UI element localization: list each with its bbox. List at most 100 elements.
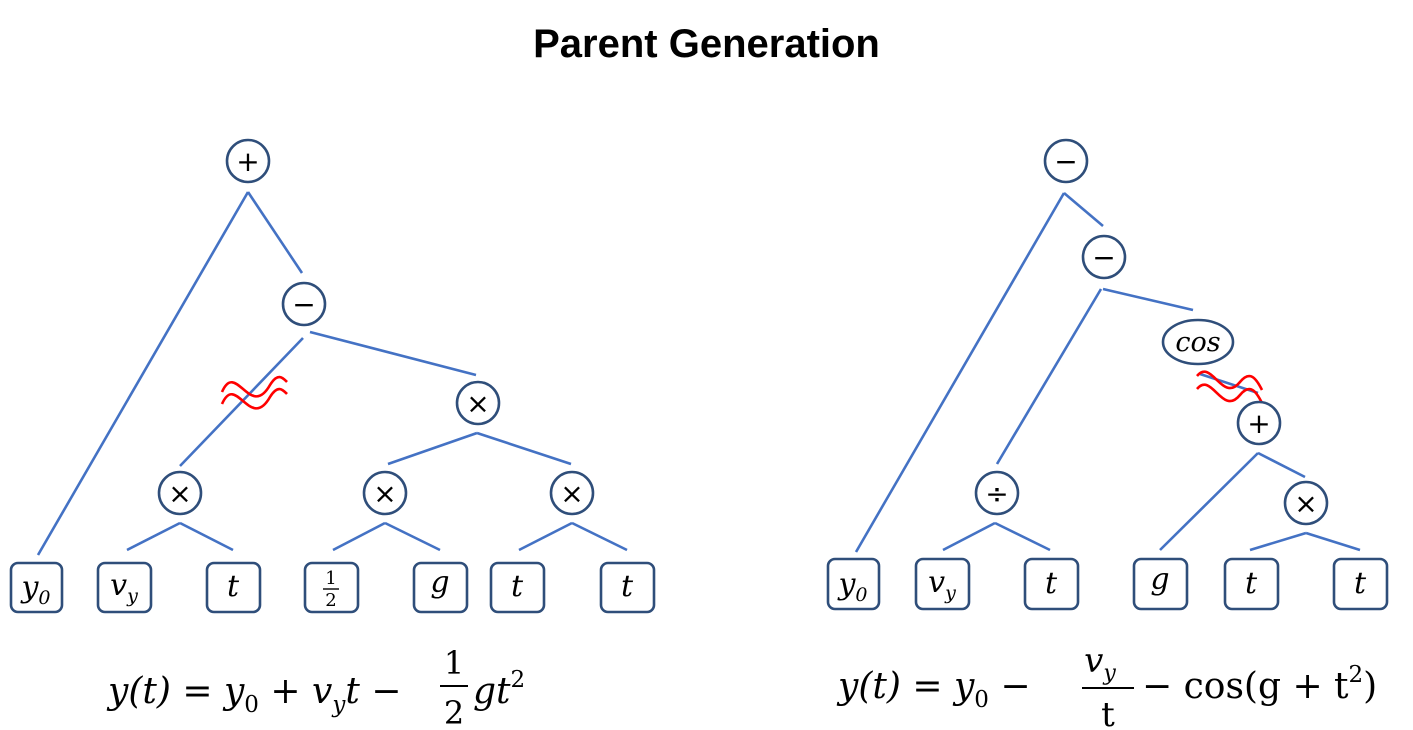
edge-times-mid-times-c [476, 431, 572, 466]
svg-text:gt2: gt2 [473, 667, 525, 712]
edge-times-c-t3 [571, 521, 628, 552]
right-eq-lhs-sub: 0 [974, 687, 989, 713]
edge-times-b-g [384, 521, 441, 552]
left-leaf-g: g [412, 561, 469, 614]
edge-times-b-half [332, 521, 386, 552]
left-leaf-t3: t [599, 561, 656, 614]
right-eq-frac-num-sub: y [1102, 661, 1116, 686]
right-node-plus-symbol: + [1247, 407, 1270, 440]
right-eq-close: ) [1363, 666, 1377, 707]
diagram-title: Parent Generation [533, 22, 880, 66]
right-node-times-symbol: × [1294, 487, 1317, 520]
left-eq-lhs: y(t) = y [106, 671, 245, 712]
left-node-minus-symbol: − [292, 288, 315, 321]
right-leaf-t1: t [1023, 557, 1080, 611]
left-leaf-g-label: g [430, 565, 449, 600]
left-node-times-b-symbol: × [373, 477, 396, 510]
left-leaf-t1-label: t [227, 569, 240, 604]
right-leaf-t3-label: t [1354, 566, 1367, 601]
right-eq-tail-sup: 2 [1349, 662, 1364, 688]
left-eq-mid2: t − [345, 671, 401, 712]
edge-times-mid-times-b [387, 431, 478, 466]
right-leaf-t2: t [1223, 557, 1280, 611]
left-leaf-y0-sub: 0 [38, 587, 50, 609]
right-node-div: ÷ [974, 470, 1020, 516]
left-node-minus: − [281, 281, 327, 327]
right-leaf-y0: y0 [826, 557, 881, 611]
left-eq-mid1: + v [259, 671, 332, 712]
left-leaf-y0: y0 [9, 561, 64, 614]
edge-r-minus-div [995, 288, 1103, 465]
edge-r-times-t2 [1249, 531, 1307, 552]
left-eq-mid1-sub: y [331, 692, 346, 718]
right-eq-minus1: − [989, 666, 1031, 707]
left-leaf-t2-label: t [511, 569, 524, 604]
left-node-times-mid-symbol: × [466, 387, 489, 420]
right-node-minus-root-symbol: − [1054, 145, 1077, 178]
right-node-minus-root: − [1043, 138, 1089, 184]
edge-r-div-t [994, 521, 1051, 552]
cut-marker-left [220, 375, 288, 410]
right-leaf-vy: vy [914, 557, 971, 611]
edge-r-minus-cos [1102, 287, 1194, 312]
left-node-times-b: × [362, 470, 408, 516]
right-node-cos: cos [1161, 318, 1235, 366]
left-equation: y(t) = y0 + vyt − 1 2 gt2 [106, 644, 525, 730]
left-eq-frac-num: 1 [444, 644, 464, 682]
right-eq-frac-den: t [1101, 695, 1115, 730]
right-leaf-vy-sub: y [944, 582, 956, 604]
left-leaf-half: 1 2 [303, 561, 360, 614]
right-leaf-y0-sub: 0 [855, 584, 867, 606]
edge-r-root-minus [1063, 192, 1104, 227]
left-leaf-t2: t [489, 561, 546, 614]
left-leaf-vy: vy [96, 561, 153, 614]
left-node-times-mid: × [455, 380, 501, 426]
edge-r-times-t3 [1305, 531, 1361, 552]
edge-r-plus-times [1257, 451, 1306, 479]
right-eq-tail: − cos(g + t [1142, 666, 1349, 707]
edge-r-root-y0 [854, 192, 1066, 553]
left-eq-lhs-sub: 0 [244, 692, 259, 718]
left-leaf-t1: t [205, 561, 262, 614]
edge-root-y0 [36, 191, 250, 556]
right-eq-lhs: y(t) = y [836, 666, 975, 707]
left-tree: + − × × × × y0 vy [9, 138, 656, 730]
edge-minus-times-mid [309, 330, 477, 377]
svg-text:y(t) = y0 −: y(t) = y0 − [836, 666, 1031, 713]
right-node-minus: − [1081, 234, 1127, 280]
right-leaf-t2-label: t [1245, 566, 1258, 601]
svg-text:vy: vy [928, 565, 956, 604]
right-node-cos-label: cos [1175, 327, 1220, 358]
right-leaf-vy-base: v [928, 565, 945, 600]
right-equation: y(t) = y0 − vy t − cos(g + t2) [836, 641, 1377, 730]
edge-r-plus-g [1159, 452, 1259, 551]
svg-text:y(t) = y0 + vyt −: y(t) = y0 + vyt − [106, 671, 401, 718]
left-leaf-t3-label: t [621, 569, 634, 604]
right-node-plus: + [1236, 400, 1282, 446]
right-leaf-t3: t [1332, 557, 1389, 611]
left-leaf-vy-base: v [110, 568, 127, 603]
left-eq-tail: gt [473, 671, 511, 712]
left-node-plus-root-symbol: + [236, 145, 259, 178]
left-leaf-y0-base: y [19, 570, 39, 605]
svg-text:vy: vy [1084, 641, 1116, 686]
right-node-times: × [1283, 480, 1329, 526]
svg-text:− cos(g + t2): − cos(g + t2) [1142, 662, 1377, 707]
edge-times-a-t [179, 521, 234, 552]
left-leaf-half-den: 2 [325, 590, 336, 611]
left-leaf-half-num: 1 [325, 568, 336, 589]
right-node-div-symbol: ÷ [985, 477, 1008, 510]
svg-text:y0: y0 [836, 567, 867, 606]
left-node-times-c: × [549, 470, 595, 516]
right-leaf-t1-label: t [1045, 566, 1058, 601]
left-leaf-vy-sub: y [126, 585, 138, 607]
left-node-times-a-symbol: × [168, 477, 191, 510]
cut-marker-right [1196, 370, 1264, 404]
left-node-plus-root: + [225, 138, 271, 184]
right-node-minus-symbol: − [1092, 241, 1115, 274]
edge-r-div-vy [942, 521, 996, 552]
left-node-times-c-symbol: × [560, 477, 583, 510]
right-eq-frac-num: v [1084, 641, 1103, 681]
right-tree: − − cos ÷ + × y0 vy [826, 138, 1389, 730]
